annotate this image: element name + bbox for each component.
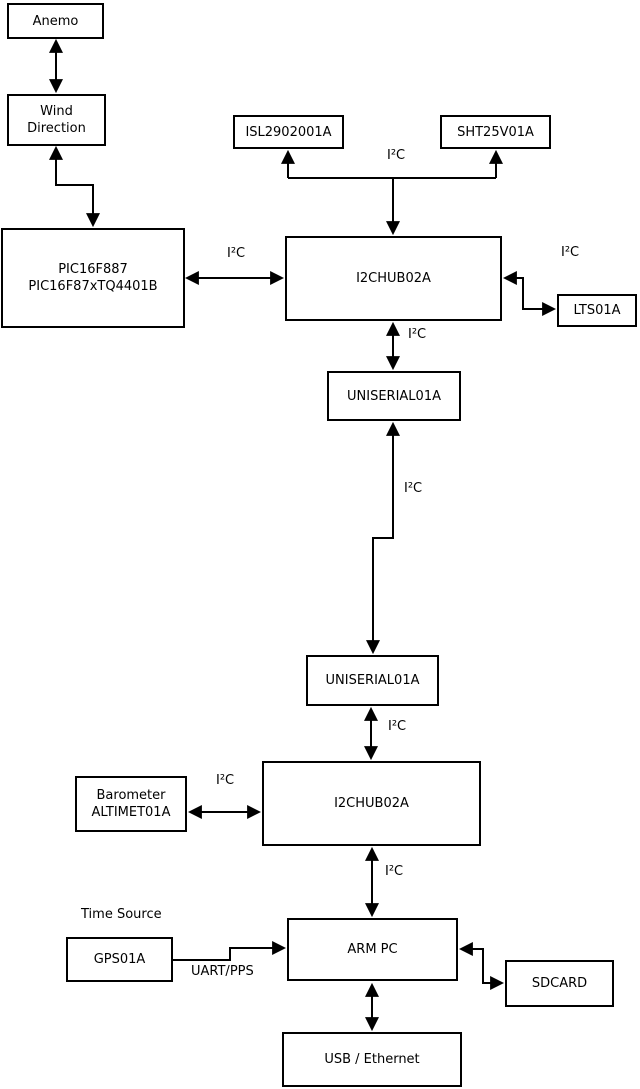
node-label: ISL2902001A bbox=[245, 124, 332, 140]
node-label: I2CHUB02A bbox=[334, 796, 409, 811]
node-label: Direction bbox=[27, 121, 86, 136]
node-sdcard: SDCARD bbox=[505, 960, 614, 1007]
node-label: UNISERIAL01A bbox=[325, 673, 420, 688]
node-label: PIC16F887 bbox=[58, 262, 128, 277]
node-label: SHT25V01A bbox=[457, 124, 534, 140]
edge-label-uart-pps: UART/PPS bbox=[191, 964, 254, 979]
node-label: LTS01A bbox=[573, 303, 621, 318]
edge-label-i2c-hub2-armpc: I²C bbox=[385, 864, 404, 879]
edge-label-i2c-uniserial-link: I²C bbox=[404, 481, 423, 496]
edge-i2chub1-lts bbox=[502, 271, 557, 316]
node-label: Anemo bbox=[32, 13, 79, 29]
node-label: ARM PC bbox=[347, 942, 398, 957]
edge-winddirection-pic bbox=[49, 145, 100, 228]
edge-label-i2c-hub1-lts: I²C bbox=[561, 245, 580, 260]
node-barometer-altimet01a: Barometer ALTIMET01A bbox=[75, 776, 187, 832]
node-label: ALTIMET01A bbox=[91, 805, 171, 820]
node-label: I2CHUB02A bbox=[356, 271, 431, 286]
node-arm-pc: ARM PC bbox=[287, 918, 458, 981]
node-label: GPS01A bbox=[93, 952, 146, 967]
node-label: Barometer bbox=[96, 788, 166, 803]
node-isl2902001a: ISL2902001A bbox=[233, 115, 344, 149]
node-sht25v01a: SHT25V01A bbox=[440, 115, 551, 149]
node-label: SDCARD bbox=[531, 976, 588, 991]
edge-armpc-sdcard bbox=[458, 942, 505, 990]
node-label: PIC16F87xTQ4401B bbox=[28, 279, 158, 294]
node-anemo: Anemo bbox=[7, 3, 104, 39]
node-uniserial01a-1: UNISERIAL01A bbox=[327, 371, 461, 421]
node-label: UNISERIAL01A bbox=[347, 388, 441, 404]
node-i2chub02a-2: I2CHUB02A bbox=[262, 761, 481, 846]
edge-gps-armpc bbox=[173, 941, 287, 961]
node-label: Wind bbox=[40, 104, 73, 119]
node-usb-ethernet: USB / Ethernet bbox=[282, 1032, 462, 1087]
edge-uniserial1-uniserial2 bbox=[366, 421, 400, 655]
edge-label-i2c-sensor-bus: I²C bbox=[387, 148, 406, 163]
edge-label-time-source: Time Source bbox=[81, 907, 162, 922]
node-gps01a: GPS01A bbox=[66, 937, 173, 982]
node-label: USB / Ethernet bbox=[324, 1052, 420, 1067]
edge-label-i2c-uniserial2-hub2: I²C bbox=[388, 719, 407, 734]
node-pic16f887: PIC16F887 PIC16F87xTQ4401B bbox=[1, 228, 185, 328]
node-i2chub02a-1: I2CHUB02A bbox=[285, 236, 502, 321]
edge-label-i2c-pic-hub1: I²C bbox=[227, 246, 246, 261]
edge-label-i2c-hub1-uniserial1: I²C bbox=[408, 327, 427, 342]
node-wind-direction: Wind Direction bbox=[7, 94, 106, 146]
node-uniserial01a-2: UNISERIAL01A bbox=[306, 655, 439, 706]
node-lts01a: LTS01A bbox=[557, 294, 637, 327]
edge-label-i2c-barometer-hub2: I²C bbox=[216, 773, 235, 788]
